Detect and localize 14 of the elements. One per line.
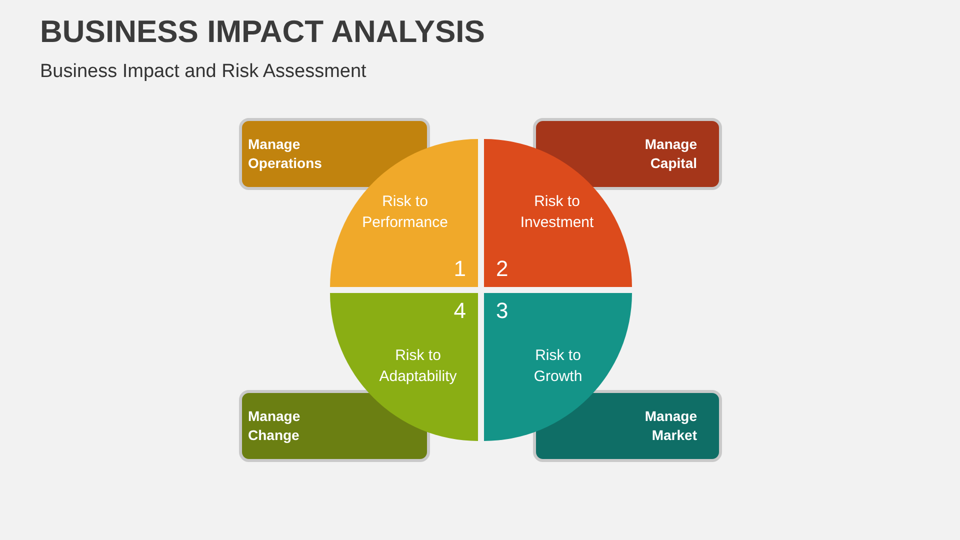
quadrant-label: Risk to Investment — [519, 192, 595, 233]
step-number: 2 — [496, 257, 508, 281]
box-label: Manage Operations — [248, 135, 323, 173]
subtitle: Business Impact and Risk Assessment — [40, 61, 366, 83]
box-label: Manage Market — [644, 407, 697, 445]
quadrant-label: Risk to Adaptability — [378, 346, 458, 387]
box-label: Manage Change — [248, 407, 302, 445]
title: BUSINESS IMPACT ANALYSIS — [40, 14, 485, 50]
quadrant-label: Risk to Growth — [532, 346, 584, 387]
box-label: Manage Capital — [644, 135, 697, 173]
step-number: 1 — [454, 257, 466, 281]
step-number: 3 — [496, 299, 508, 323]
quadrant-label: Risk to Performance — [361, 192, 449, 233]
step-number: 4 — [454, 299, 466, 323]
